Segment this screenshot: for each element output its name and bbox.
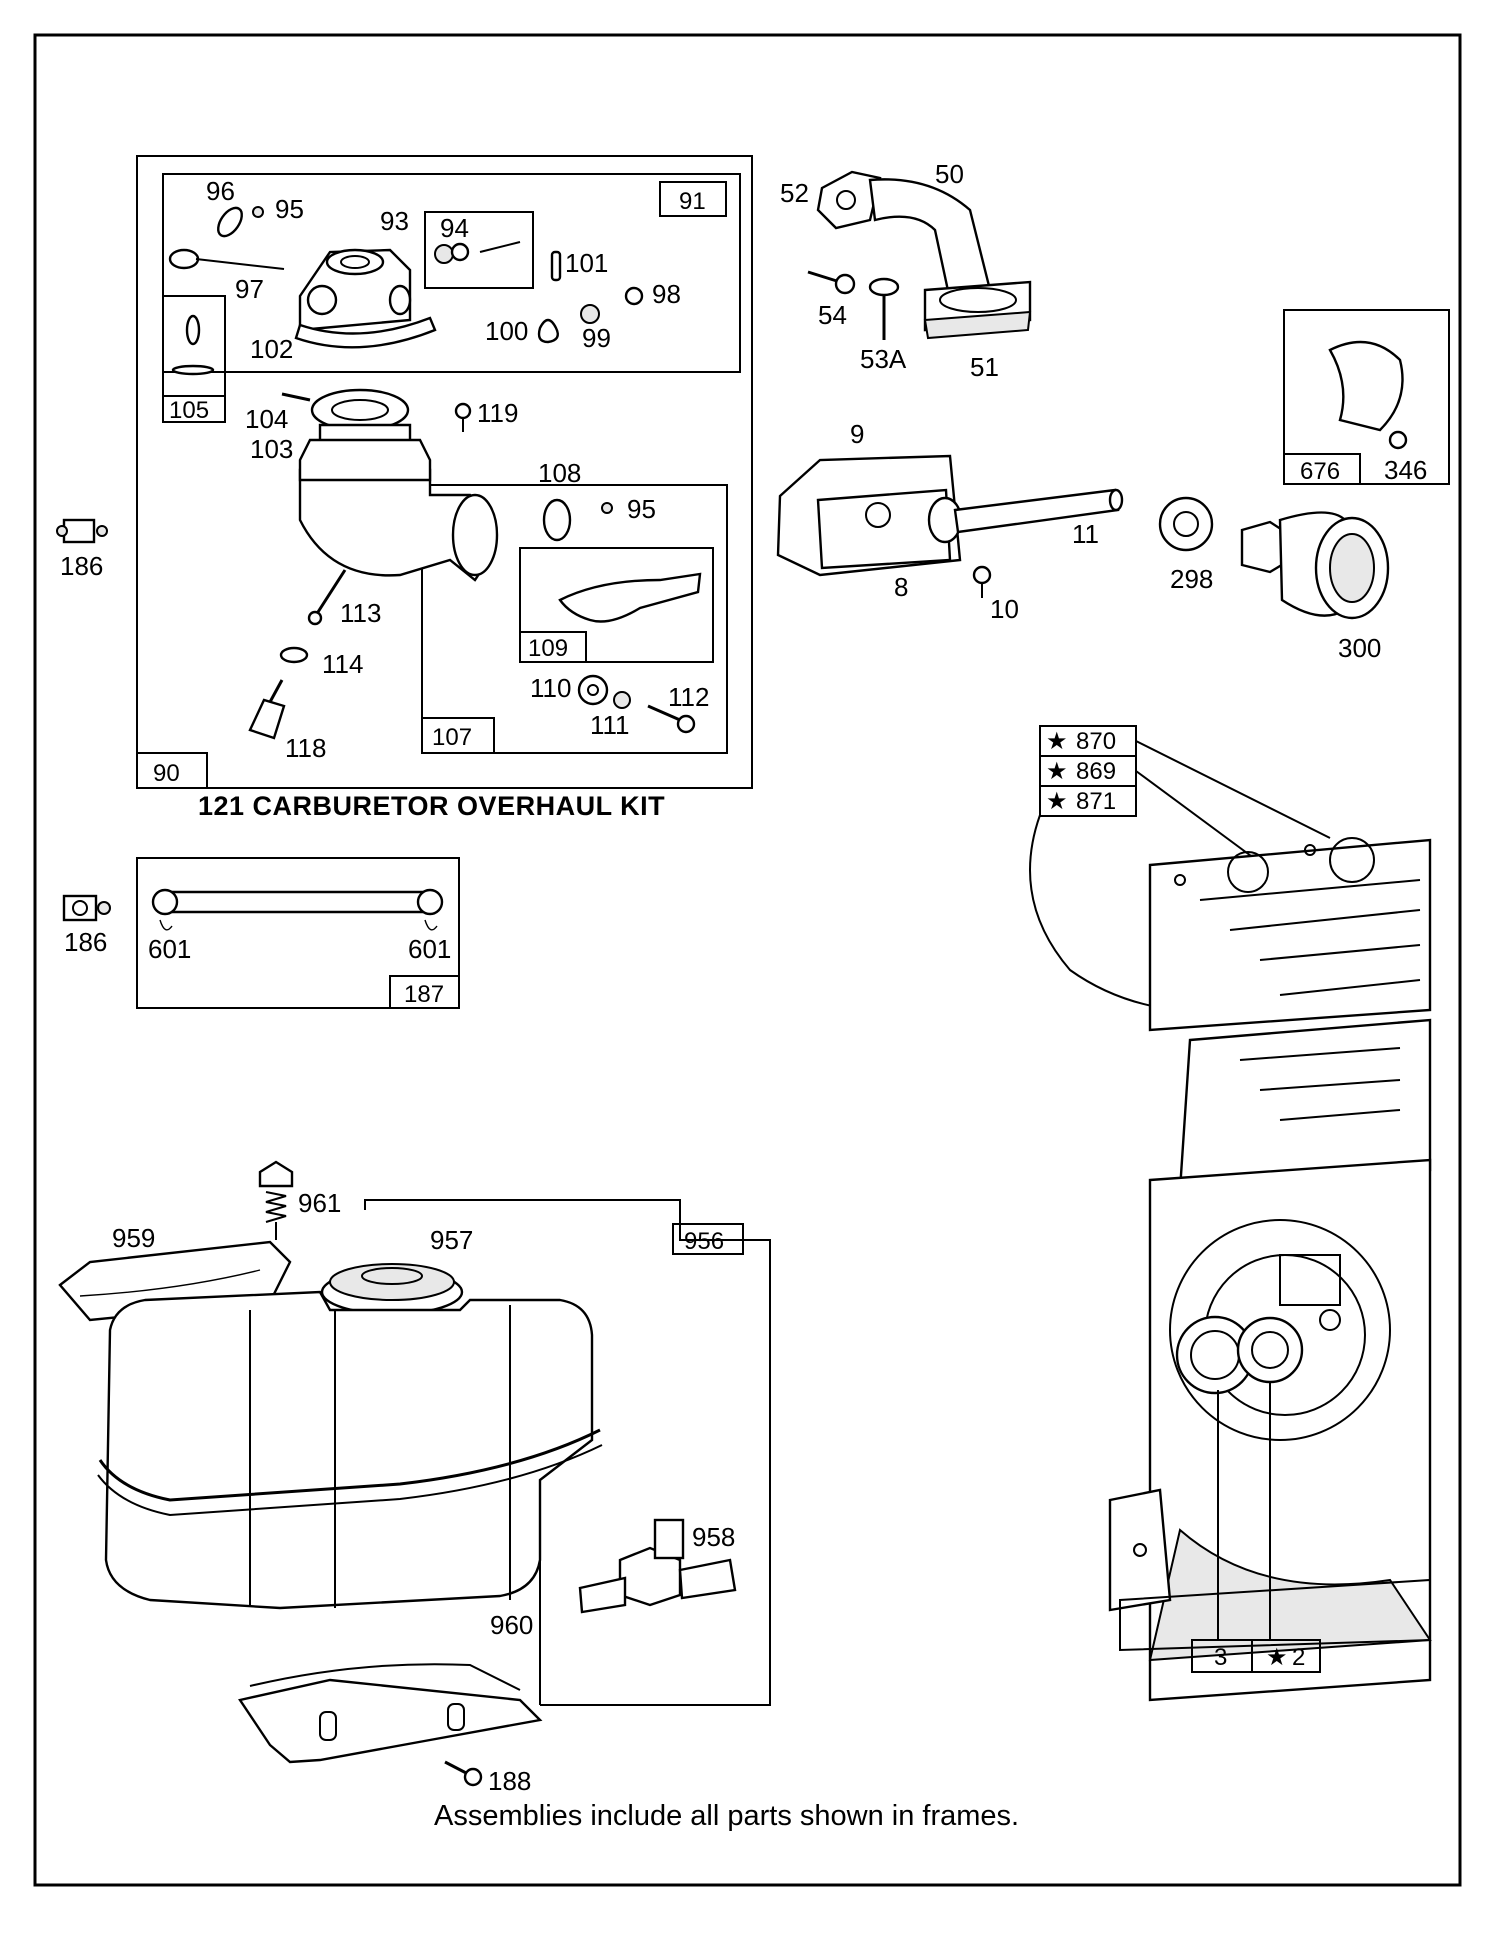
frame-label-869: 869 (1076, 758, 1116, 785)
label-52: 52 (780, 178, 809, 208)
footer-note: Assemblies include all parts shown in fr… (434, 1800, 1019, 1832)
carburetor-parts (168, 206, 702, 740)
label-51: 51 (970, 352, 999, 382)
label-300: 300 (1338, 633, 1381, 663)
frame-label-109: 109 (528, 635, 568, 662)
label-110: 110 (530, 673, 571, 703)
label-601a: 601 (148, 934, 191, 964)
label-102: 102 (250, 334, 293, 364)
label-10: 10 (990, 594, 1019, 624)
engine-block (1108, 837, 1432, 1702)
frame-label-90: 90 (153, 760, 180, 787)
carburetor-kit-frame: 91 105 90 107 109 (136, 155, 753, 789)
label-186b: 186 (64, 927, 107, 957)
frame-label-870: 870 (1076, 728, 1116, 755)
label-111: 111 (590, 710, 630, 740)
label-108: 108 (538, 458, 581, 488)
label-188: 188 (488, 1766, 531, 1796)
label-94: 94 (440, 213, 469, 243)
label-961: 961 (298, 1188, 341, 1218)
label-95b: 95 (627, 494, 656, 524)
intake-elbow-parts (807, 170, 1032, 340)
gasket-frames: ★ 870 ★ 869 ★ 871 (1029, 725, 1331, 1013)
label-346: 346 (1384, 455, 1427, 485)
fuel-tank-frame: 956 (364, 1199, 771, 1706)
page-border (33, 33, 1462, 1887)
label-103: 103 (250, 434, 293, 464)
label-101: 101 (565, 248, 608, 278)
label-112: 112 (668, 682, 709, 712)
label-104: 104 (245, 404, 288, 434)
frame-label-871: 871 (1076, 788, 1116, 815)
label-186a: 186 (60, 551, 103, 581)
frame-star-2: ★ (1266, 1644, 1288, 1671)
label-957: 957 (430, 1225, 473, 1255)
label-54: 54 (818, 300, 847, 330)
label-8: 8 (894, 572, 908, 602)
label-118: 118 (285, 733, 326, 763)
label-114: 114 (322, 649, 363, 679)
frame-star-870: ★ (1046, 728, 1068, 755)
frame-109 (519, 547, 714, 663)
frame-label-676: 676 (1300, 458, 1340, 485)
label-98: 98 (652, 279, 681, 309)
frame-star-871: ★ (1046, 788, 1068, 815)
label-11: 11 (1072, 519, 1099, 549)
label-960: 960 (490, 1610, 533, 1640)
label-113: 113 (340, 598, 381, 628)
frame-label-3: 3 (1214, 1644, 1227, 1671)
frame-676: 676 (1283, 309, 1450, 485)
breather-parts (776, 454, 1124, 598)
frame-label-956: 956 (684, 1228, 724, 1255)
label-958: 958 (692, 1522, 735, 1552)
label-601b: 601 (408, 934, 451, 964)
fuel-tank-labels: 961 959 957 958 960 188 (112, 1188, 735, 1796)
frame-94 (424, 211, 534, 289)
frame-star-869: ★ (1046, 758, 1068, 785)
frame-91 (162, 173, 741, 373)
frame-label-187: 187 (404, 981, 444, 1008)
fuel-line-frame: 187 (136, 857, 460, 1009)
frame-label-2: 2 (1292, 1644, 1305, 1671)
label-100: 100 (485, 316, 528, 346)
label-53a: 53A (860, 344, 907, 374)
label-99: 99 (582, 323, 611, 353)
label-298: 298 (1170, 564, 1213, 594)
frame-label-91: 91 (679, 188, 706, 215)
frame-label-107: 107 (432, 724, 472, 751)
frame-label-105: 105 (169, 397, 209, 424)
label-97: 97 (235, 274, 264, 304)
label-95a: 95 (275, 194, 304, 224)
label-119: 119 (477, 398, 518, 428)
fitting-186-parts (56, 518, 111, 922)
carburetor-labels: 96 95 93 94 101 97 98 100 99 102 104 119… (206, 176, 709, 763)
frame-107 (421, 484, 728, 754)
label-96: 96 (206, 176, 235, 206)
label-9: 9 (850, 419, 864, 449)
kit-caption: 121 CARBURETOR OVERHAUL KIT (198, 791, 665, 821)
fuel-tank-parts (58, 1160, 737, 1787)
label-50: 50 (935, 159, 964, 189)
label-959: 959 (112, 1223, 155, 1253)
bearing-frames: 3 ★ 2 (1191, 1639, 1321, 1673)
starter-parts (1158, 496, 1390, 620)
label-93: 93 (380, 206, 409, 236)
